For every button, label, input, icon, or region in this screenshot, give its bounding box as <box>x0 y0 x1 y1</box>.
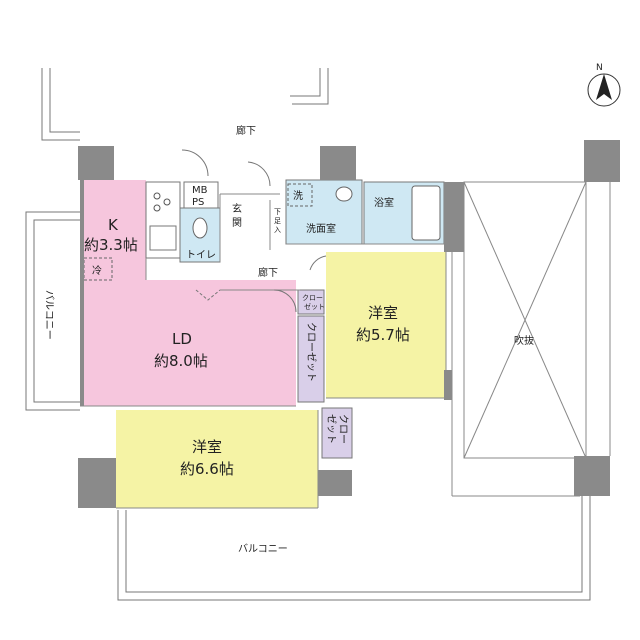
shoe-label-3: 入 <box>274 226 281 234</box>
ld-name: LD <box>172 330 192 348</box>
corridor-inner-label: 廊下 <box>258 266 278 279</box>
void-area <box>463 181 587 459</box>
closet-right-label-1: クロー <box>337 414 349 444</box>
shoe-label-1: 下 <box>274 208 281 216</box>
toilet-label: トイレ <box>186 250 216 261</box>
mbps-box <box>183 181 219 209</box>
closet-small-fill <box>297 289 325 315</box>
mbps-label-2: PS <box>192 197 204 208</box>
western-right-size: 約5.7帖 <box>356 326 410 344</box>
closet-small-label-2: ゼット <box>304 302 325 311</box>
western-bottom-size: 約6.6帖 <box>180 460 234 478</box>
shoe-label-2: 足 <box>274 217 281 225</box>
entrance-label-2: 関 <box>232 217 242 229</box>
sink-fixture <box>335 186 353 202</box>
washer-label: 洗 <box>293 190 303 202</box>
corridor-top-label: 廊下 <box>236 124 256 137</box>
bath-label: 浴室 <box>374 196 394 209</box>
mbps-label-1: MB <box>192 185 208 196</box>
balcony-bottom-label: バルコニー <box>238 543 288 555</box>
closet-right-label-2: ゼット <box>325 414 337 444</box>
toilet-fixture <box>192 217 208 239</box>
void-label: 吹抜 <box>514 334 534 347</box>
inner-walls <box>80 149 447 509</box>
kitchen-counter <box>145 181 181 259</box>
closet-small-label-1: クロー <box>302 294 323 302</box>
kitchen-ld-fill <box>80 180 296 406</box>
north-label: N <box>596 63 603 73</box>
washroom-label: 洗面室 <box>306 222 336 235</box>
north-compass: N <box>587 63 621 107</box>
closet-right-fill <box>321 407 353 459</box>
balcony-left-label: バルコニー <box>43 290 55 340</box>
western-room-right-fill <box>326 252 446 398</box>
western-bottom-name: 洋室 <box>192 438 222 456</box>
western-right-name: 洋室 <box>368 304 398 322</box>
closet-mid-fill <box>297 315 325 403</box>
closet-mid-label: クローゼット <box>305 322 317 382</box>
washer-spot <box>287 183 313 207</box>
fridge-label: 冷 <box>92 264 102 277</box>
entrance-label-1: 玄 <box>232 202 242 215</box>
kitchen-size: 約3.3帖 <box>84 236 138 254</box>
structural-walls <box>78 140 620 508</box>
western-room-bottom-fill <box>116 410 318 508</box>
bathtub <box>411 185 441 241</box>
kitchen-name: K <box>108 216 119 234</box>
ld-size: 約8.0帖 <box>154 352 208 370</box>
